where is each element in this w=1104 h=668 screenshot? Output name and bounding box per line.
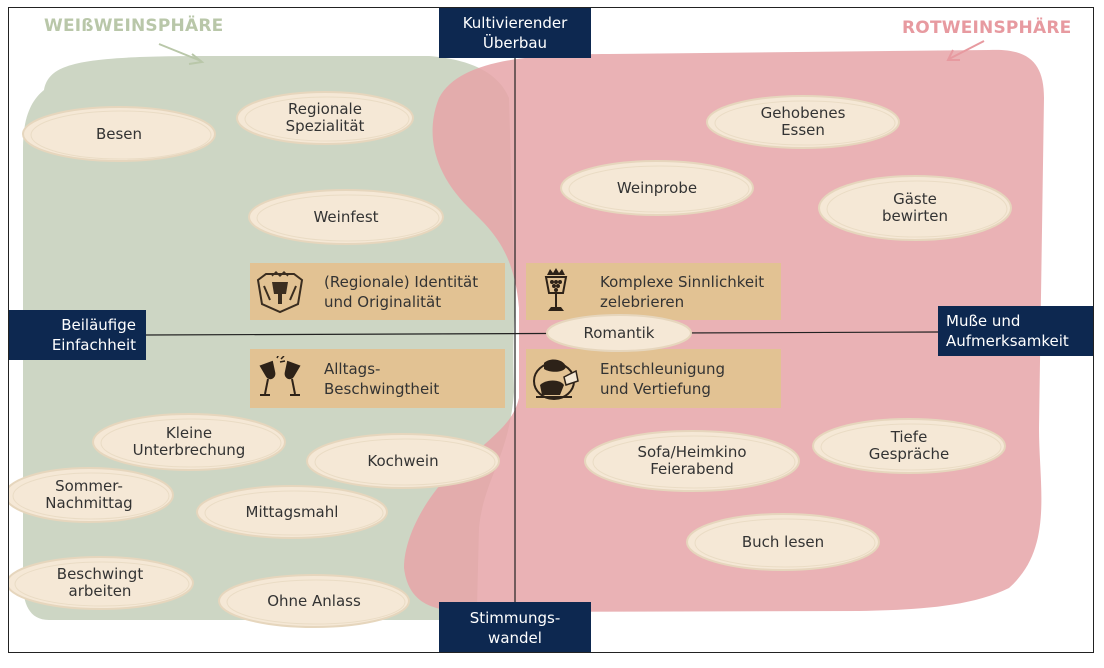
value-deceleration-label: Entschleunigung und Vertiefung (600, 359, 726, 398)
value-sensuality: Komplexe Sinnlichkeit zelebrieren (526, 263, 781, 320)
white-title-arrow-head (188, 53, 205, 65)
blob-shape (584, 430, 800, 492)
occasion-sommer-label: Sommer- Nachmittag (45, 477, 133, 512)
occasion-regionale-label: Regionale Spezialität (285, 100, 365, 135)
occasion-kochwein: Kochwein (305, 432, 501, 490)
occasion-weinfest-label: Weinfest (313, 207, 379, 226)
occasion-kochwein-label: Kochwein (367, 451, 439, 470)
clinking-wine-glasses-icon (250, 351, 310, 407)
occasion-gaeste-label: Gäste bewirten (882, 190, 948, 225)
value-sensuality-label: Komplexe Sinnlichkeit zelebrieren (600, 272, 765, 311)
occasion-besen-label: Besen (95, 124, 143, 143)
axis-bottom-label: Stimmungs- wandel (439, 602, 591, 652)
axis-top-label: Kultivierender Überbau (439, 8, 591, 58)
diagram-frame: WEIßWEINSPHÄRE ROTWEINSPHÄRE Kultivieren… (8, 7, 1094, 653)
occasion-gaeste: Gäste bewirten (817, 174, 1013, 242)
axis-right-label: Muße und Aufmerksamkeit (938, 306, 1093, 356)
crowned-grape-goblet-icon (526, 264, 586, 320)
value-lightness: Alltags- Beschwingtheit (250, 349, 505, 408)
blob-shape (560, 160, 754, 216)
white-title-arrow (158, 43, 202, 62)
blob-shape (818, 175, 1012, 241)
occasion-mittag-label: Mittagsmahl (245, 502, 339, 521)
occasion-beschwingt-label: Beschwingt arbeiten (56, 565, 144, 600)
occasion-anlass-label: Ohne Anlass (267, 591, 361, 610)
occasion-weinprobe: Weinprobe (559, 159, 755, 217)
occasion-kleine-label: Kleine Unterbrechung (132, 424, 246, 459)
value-deceleration: Entschleunigung und Vertiefung (526, 349, 781, 408)
blob-shape (248, 189, 444, 245)
blob-shape (306, 433, 500, 489)
value-identity: (Regionale) Identität und Originalität (250, 263, 505, 320)
blob-shape (546, 314, 692, 352)
horizontal-axis-line (145, 331, 939, 336)
blob-shape (706, 95, 900, 149)
occasion-sofa-label: Sofa/Heimkino Feierabend (637, 443, 747, 478)
white-sphere-title: WEIßWEINSPHÄRE (44, 16, 224, 36)
occasion-beschwingt: Beschwingt arbeiten (9, 555, 195, 611)
occasion-besen: Besen (21, 104, 217, 164)
red-title-arrow (948, 40, 985, 60)
occasion-sommer: Sommer- Nachmittag (9, 466, 175, 524)
occasion-romantik-label: Romantik (583, 323, 655, 342)
occasion-gehobenes-label: Gehobenes Essen (760, 104, 846, 139)
blob-shape (686, 513, 880, 571)
occasion-weinprobe-label: Weinprobe (616, 178, 698, 197)
blob-shape (812, 418, 1006, 474)
blob-shape (236, 91, 414, 145)
occasion-anlass: Ohne Anlass (217, 573, 411, 629)
occasion-kleine: Kleine Unterbrechung (91, 412, 287, 472)
occasion-gehobenes: Gehobenes Essen (705, 94, 901, 150)
occasion-tiefe: Tiefe Gespräche (811, 417, 1007, 475)
occasion-mittag: Mittagsmahl (195, 484, 389, 540)
occasion-regionale: Regionale Spezialität (235, 90, 415, 146)
occasion-buch: Buch lesen (685, 512, 881, 572)
red-sphere-title: ROTWEINSPHÄRE (902, 18, 1072, 38)
occasion-weinfest: Weinfest (247, 188, 445, 246)
value-lightness-label: Alltags- Beschwingtheit (324, 359, 440, 398)
blob-shape (9, 556, 194, 610)
occasion-tiefe-label: Tiefe Gespräche (868, 428, 950, 463)
blob-shape (218, 574, 410, 628)
value-identity-label: (Regionale) Identität und Originalität (324, 272, 479, 311)
blob-shape (22, 106, 216, 162)
wine-estate-crest-icon (250, 264, 310, 320)
occasion-sofa: Sofa/Heimkino Feierabend (583, 429, 801, 493)
axis-left-label: Beiläufige Einfachheit (9, 310, 146, 360)
blob-shape (92, 413, 286, 471)
blob-shape (9, 467, 174, 523)
reading-person-icon (526, 351, 586, 407)
blob-shape (196, 485, 388, 539)
occasion-buch-label: Buch lesen (741, 532, 825, 551)
red-title-arrow-head (946, 49, 960, 61)
occasion-romantik: Romantik (545, 313, 693, 353)
